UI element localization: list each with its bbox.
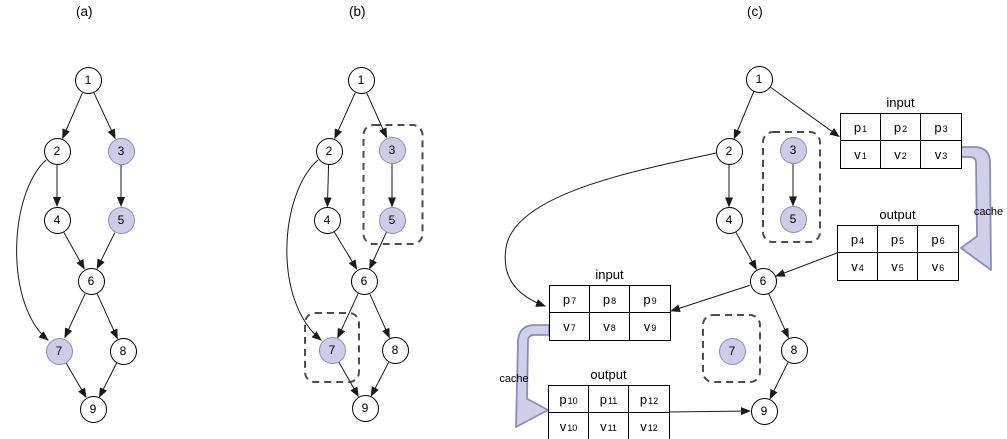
edge-b-7-9 [338, 361, 359, 398]
edge-a-5-6 [96, 232, 116, 270]
node-a-1: 1 [74, 66, 102, 94]
panel-label-b: (b) [349, 4, 366, 19]
edge-a-4-6 [63, 231, 85, 270]
edge-c-output-9 [667, 407, 751, 416]
node-a-8: 8 [109, 337, 137, 365]
edge-c-8-9 [769, 362, 789, 400]
edge-c-2-input [504, 152, 717, 307]
edge-a-8-9 [98, 362, 118, 398]
cache-label-left: cache [499, 373, 529, 385]
dashed-group-7-c [702, 314, 761, 383]
dashed-group-7-b [304, 312, 360, 383]
edge-c-output-6 [774, 252, 838, 277]
node-a-3: 3 [107, 137, 135, 165]
node-c-1: 1 [745, 65, 773, 93]
edge-a-6-8 [96, 293, 118, 340]
cache-arrow-right [959, 146, 992, 271]
node-c-4: 4 [715, 206, 743, 234]
edge-b-4-6 [333, 231, 358, 270]
node-b-2: 2 [315, 137, 343, 165]
edge-c-1-2 [733, 91, 755, 140]
node-c-6: 6 [749, 267, 777, 295]
node-b-1: 1 [347, 66, 375, 94]
edge-b-2-7 [286, 159, 322, 341]
edge-c-6-8 [768, 293, 789, 339]
edge-b-6-7 [337, 293, 359, 339]
left-input-title: input [595, 267, 624, 282]
edge-a-6-7 [64, 293, 86, 339]
right-output-title: output [879, 207, 916, 222]
edge-b-8-9 [370, 361, 390, 397]
node-b-3: 3 [378, 136, 406, 164]
edge-b-1-2 [334, 92, 356, 140]
node-c-2: 2 [715, 137, 743, 165]
node-b-8: 8 [381, 336, 409, 364]
edge-c-1-input [769, 86, 840, 138]
edge-b-6-8 [369, 293, 390, 339]
edge-a-7-9 [65, 362, 87, 399]
node-a-7: 7 [45, 337, 73, 365]
node-c-9: 9 [750, 397, 778, 425]
node-b-7: 7 [318, 336, 346, 364]
node-c-8: 8 [780, 336, 808, 364]
edge-a-1-3 [93, 92, 116, 140]
edge-b-5-6 [369, 232, 387, 270]
cache-arrow-left [515, 324, 550, 428]
cache-label-right: cache [973, 206, 1004, 218]
node-b-4: 4 [313, 206, 341, 234]
node-b-9: 9 [351, 394, 379, 422]
edge-a-2-7 [16, 159, 49, 341]
panel-label-a: (a) [76, 4, 93, 19]
edge-a-1-2 [62, 92, 83, 140]
panel-label-c: (c) [747, 4, 763, 19]
node-a-9: 9 [79, 395, 107, 423]
right-input-title: input [886, 95, 915, 110]
node-c-7: 7 [718, 337, 746, 365]
node-a-2: 2 [43, 137, 71, 165]
node-a-4: 4 [43, 206, 71, 234]
edge-b-2-4 [323, 164, 332, 208]
edge-c-6-input [670, 284, 750, 313]
node-c-3: 3 [779, 136, 807, 164]
dashed-group-3-5-c [762, 131, 821, 243]
node-a-6: 6 [77, 267, 105, 295]
node-a-5: 5 [107, 206, 135, 234]
node-b-6: 6 [350, 267, 378, 295]
left-output-title: output [590, 367, 627, 382]
node-b-5: 5 [378, 206, 406, 234]
edge-c-4-6 [735, 231, 757, 271]
node-c-5: 5 [779, 205, 807, 233]
edge-b-1-3 [366, 92, 387, 139]
